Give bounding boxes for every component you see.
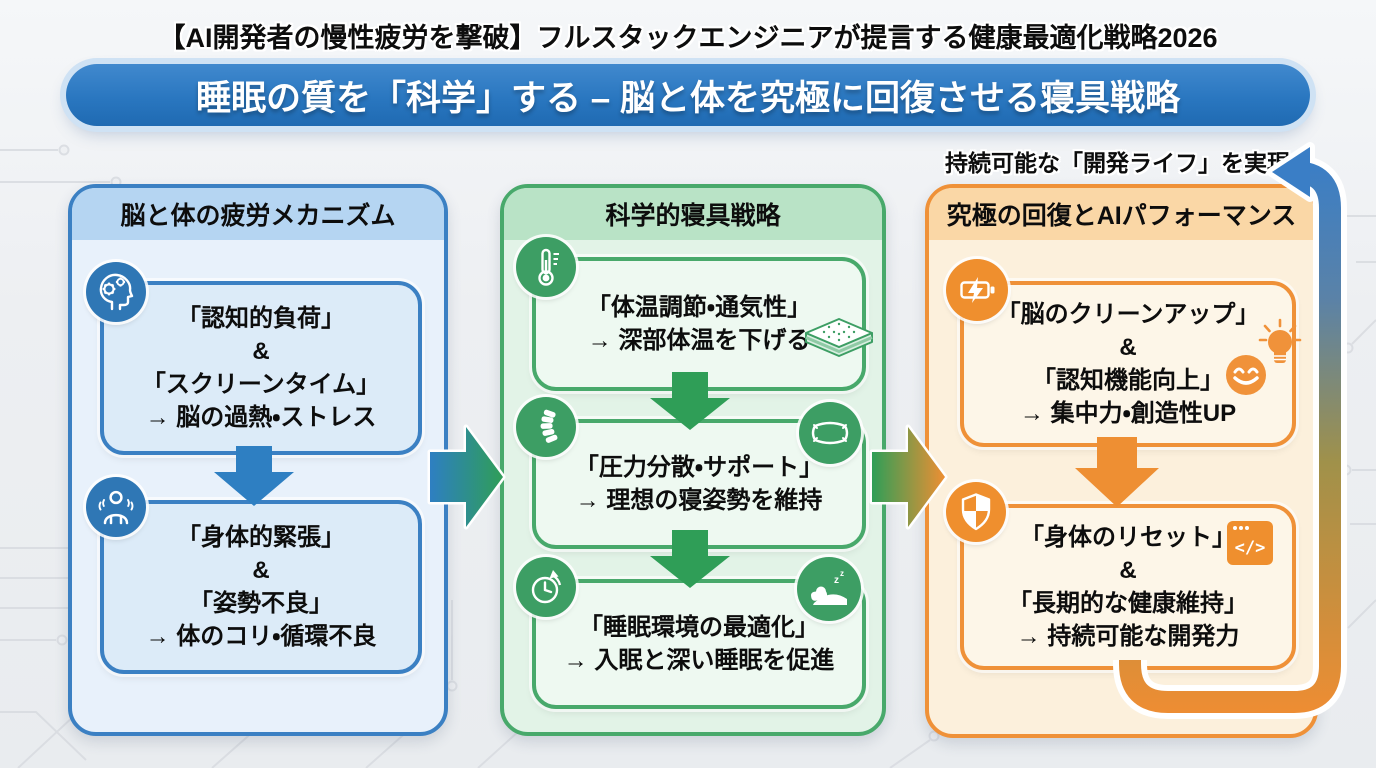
svg-text:z: z [834, 575, 839, 586]
box-line: 「身体のリセット」 [1020, 524, 1236, 551]
box-line: → 持続可能な開発力 [1016, 623, 1240, 650]
box-line: 「長期的な健康維持」 [1008, 590, 1248, 617]
box-line: 「脳のクリーンアップ」 [996, 301, 1260, 328]
box-line: → 深部体温を下げる [587, 327, 811, 354]
banner-title: 睡眠の質を「科学」する – 脳と体を究極に回復させる寝具戦略 [196, 78, 1180, 118]
box-line: → 集中力・創造性UP [1019, 400, 1237, 427]
pillow-icon [799, 402, 861, 464]
loop-arrow-label: 持続可能な「開発ライフ」を実現 [945, 150, 1290, 176]
box-line: 「認知機能向上」 [1032, 367, 1224, 394]
battery-bolt-icon [946, 259, 1008, 321]
panel-fatigue-header: 脳と体の疲労メカニズム [72, 188, 444, 240]
box-line: 「姿勢不良」 [189, 590, 333, 617]
mattress-icon [801, 312, 877, 366]
fatigue-box-cognitive: 「認知的負荷」 & 「スクリーンタイム」 → 脳の過熱・ストレス [100, 281, 422, 455]
main-title: 【AI開発者の慢性疲労を撃破】フルスタックエンジニアが提言する健康最適化戦略20… [158, 23, 1218, 53]
shield-icon [946, 482, 1006, 542]
panel-fatigue-mechanism: 脳と体の疲労メカニズム 「認知的負荷」 & 「スクリーンタイム」 → 脳の過熱・… [68, 184, 448, 736]
box-line: 「認知的負荷」 [177, 305, 345, 332]
lightbulb-icon [1255, 318, 1305, 376]
thermometer-icon [516, 237, 576, 297]
clock-icon [516, 557, 576, 617]
box-line: & [252, 557, 270, 584]
fatigue-box-physical: 「身体的緊張」 & 「姿勢不良」 → 体のコリ・循環不良 [100, 500, 422, 674]
panel-recovery-performance: 究極の回復とAIパフォーマンス 「脳のクリーンアップ」 & 「認知機能向上」 →… [925, 184, 1318, 738]
box-line: 「スクリーンタイム」 [141, 371, 381, 398]
box-line: 「睡眠環境の最適化」 [579, 614, 819, 641]
box-line: 「圧力分散・サポート」 [574, 454, 824, 481]
panel-bedding-header: 科学的寝具戦略 [504, 188, 882, 240]
box-line: → 理想の寝姿勢を維持 [575, 487, 823, 514]
panel-recovery-header: 究極の回復とAIパフォーマンス [929, 188, 1314, 240]
box-line: → 体のコリ・循環不良 [145, 623, 377, 650]
panel-bedding-strategy: 科学的寝具戦略 「体温調節・通気性」 → 深部体温を下げる 「圧力分散・サポート… [500, 184, 886, 736]
spine-icon [516, 397, 576, 457]
box-line: & [252, 338, 270, 365]
sleeping-person-icon: z z [797, 557, 861, 621]
box-line: & [1119, 334, 1137, 361]
headline-banner: 睡眠の質を「科学」する – 脳と体を究極に回復させる寝具戦略 [66, 64, 1310, 126]
box-line: & [1119, 557, 1137, 584]
box-line: 「身体的緊張」 [177, 524, 345, 551]
box-line: 「体温調節・通気性」 [586, 294, 812, 321]
svg-text:</>: </> [1235, 538, 1266, 558]
code-window-icon: </> [1226, 520, 1274, 566]
box-line: → 入眠と深い睡眠を促進 [563, 647, 835, 674]
brain-gears-icon [86, 262, 146, 322]
svg-text:z: z [840, 569, 844, 578]
box-line: → 脳の過熱・ストレス [145, 404, 377, 431]
tension-person-icon [86, 477, 146, 537]
